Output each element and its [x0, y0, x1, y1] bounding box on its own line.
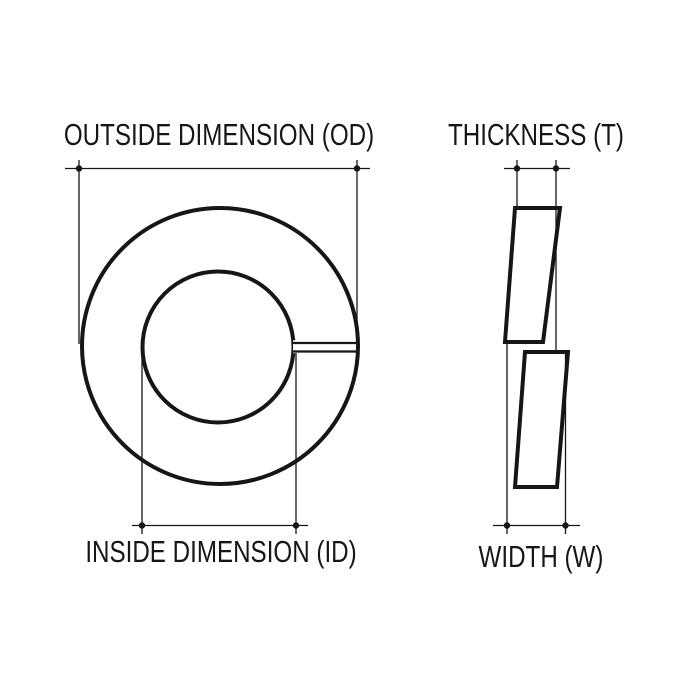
width-tick-left — [503, 522, 511, 529]
side-view-upper-section — [502, 206, 563, 344]
od-tick-left — [75, 165, 83, 172]
side-view-lower-section — [512, 350, 571, 489]
width-label: WIDTH (W) — [478, 539, 604, 574]
front-view-washer — [80, 206, 360, 486]
thickness-label: THICKNESS (T) — [448, 117, 624, 152]
thickness-dimension-callout — [504, 160, 570, 351]
inner-circle — [140, 269, 296, 425]
inside-dimension-label: INSIDE DIMENSION (ID) — [85, 534, 357, 569]
thickness-tick-right — [552, 165, 560, 172]
od-dimension-callout — [65, 160, 370, 344]
od-tick-right — [353, 165, 361, 172]
outside-dimension-label: OUTSIDE DIMENSION (OD) — [63, 117, 375, 152]
thickness-tick-left — [513, 165, 521, 172]
side-view-washer — [502, 206, 571, 489]
width-tick-right — [562, 522, 569, 529]
width-dimension-callout — [493, 343, 580, 534]
id-tick-left — [138, 522, 146, 529]
id-dimension-callout — [132, 350, 308, 534]
id-tick-right — [292, 522, 300, 529]
outer-circle — [80, 206, 360, 486]
